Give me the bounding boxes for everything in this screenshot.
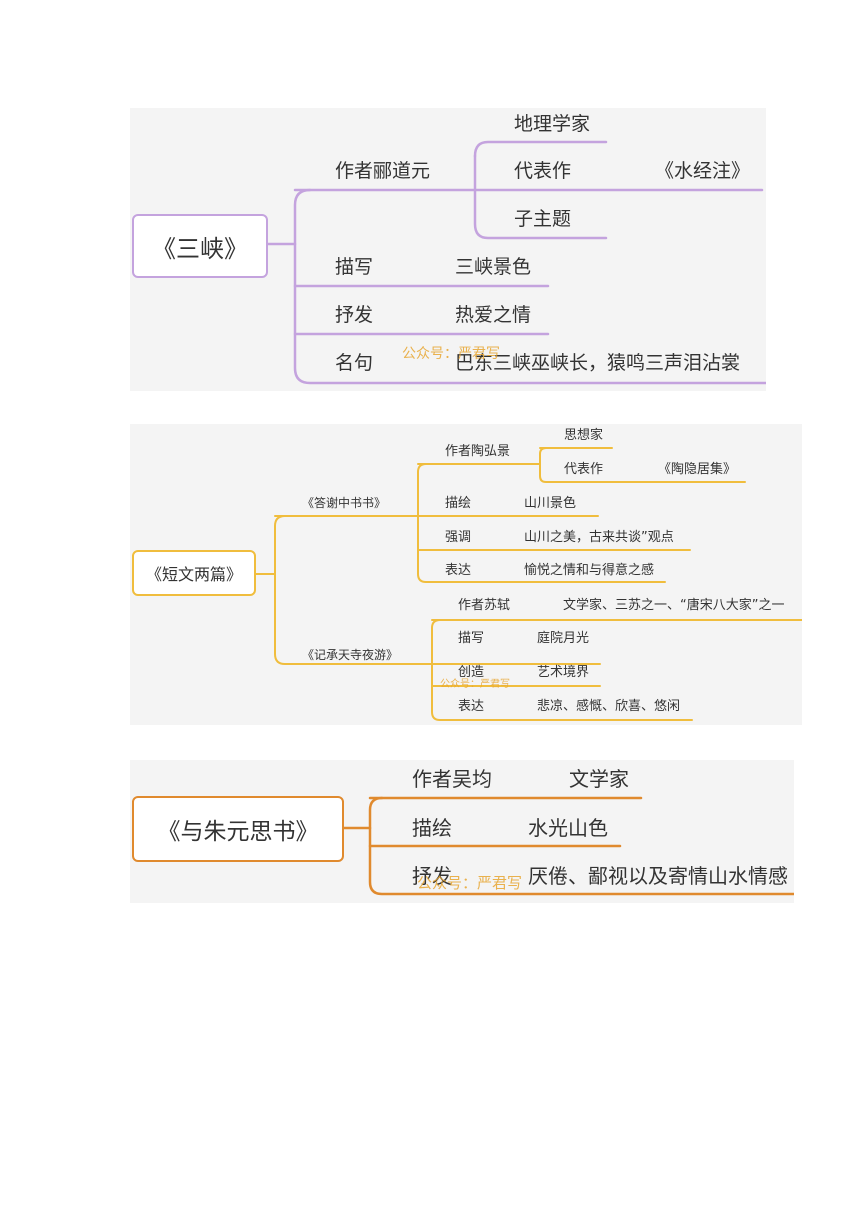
author-label: 作者陶弘景 bbox=[445, 444, 511, 459]
author-item-value: 《陶隐居集》 bbox=[658, 462, 737, 477]
row-label: 作者苏轼 bbox=[458, 598, 511, 613]
row-label: 抒发 bbox=[412, 864, 452, 888]
mindmap-yuzhuyuansishu: 《与朱元思书》 作者吴均 文学家 描绘 水光山色 抒发 厌倦、鄙视以及寄情山水情… bbox=[130, 760, 794, 903]
row-label: 描绘 bbox=[412, 816, 452, 840]
author-item-label: 思想家 bbox=[564, 428, 604, 443]
row-label: 作者吴均 bbox=[412, 767, 492, 791]
root-label: 《短文两篇》 bbox=[145, 565, 242, 584]
row-value: 山川之美，古来共谈”观点 bbox=[524, 530, 674, 545]
row-label: 名句 bbox=[335, 352, 374, 374]
author-item-label: 代表作 bbox=[514, 160, 572, 182]
row-value: 热爱之情 bbox=[455, 304, 532, 326]
row-label: 描写 bbox=[335, 256, 374, 278]
row-value: 悲凉、感慨、欣喜、悠闲 bbox=[537, 699, 681, 714]
row-label: 创造 bbox=[458, 665, 485, 680]
root-node: 《三峡》 bbox=[132, 214, 268, 278]
row-value: 山川景色 bbox=[524, 496, 577, 511]
author-item-label: 子主题 bbox=[514, 208, 572, 230]
row-label: 描写 bbox=[458, 631, 485, 646]
row-value: 庭院月光 bbox=[537, 631, 590, 646]
row-label: 描绘 bbox=[445, 496, 472, 511]
author-item-value: 《水经注》 bbox=[655, 160, 751, 182]
author-item-label: 代表作 bbox=[564, 462, 604, 477]
mindmap-sanxia: 《三峡》 作者郦道元 地理学家 代表作 《水经注》 子主题 描写 三峡景色 抒发… bbox=[130, 108, 766, 391]
root-label: 《与朱元思书》 bbox=[157, 819, 319, 845]
row-value: 文学家 bbox=[569, 767, 629, 791]
row-value: 文学家、三苏之一、“唐宋八大家”之一 bbox=[563, 598, 785, 613]
row-label: 强调 bbox=[445, 530, 472, 545]
mindmap-connectors bbox=[255, 447, 802, 721]
root-label: 《三峡》 bbox=[152, 234, 248, 263]
mindmap-connectors bbox=[342, 796, 794, 896]
watermark: 公众号：严君写 bbox=[417, 874, 523, 892]
row-label: 抒发 bbox=[335, 304, 374, 326]
author-item-label: 地理学家 bbox=[514, 113, 591, 135]
row-value: 艺术境界 bbox=[537, 665, 590, 680]
watermark: 公众号：严君写 bbox=[402, 346, 500, 362]
row-value: 厌倦、鄙视以及寄情山水情感 bbox=[528, 864, 788, 888]
sub-title: 《记承天寺夜游》 bbox=[302, 648, 399, 662]
row-label: 表达 bbox=[458, 699, 485, 714]
root-node: 《与朱元思书》 bbox=[132, 796, 344, 862]
sub-title: 《答谢中书书》 bbox=[302, 496, 387, 510]
mindmap-duanwen: 《短文两篇》 《答谢中书书》 作者陶弘景 思想家 代表作 《陶隐居集》 描绘 山… bbox=[130, 424, 802, 725]
row-label: 表达 bbox=[445, 563, 472, 578]
root-node: 《短文两篇》 bbox=[132, 550, 256, 596]
mindmap-connectors bbox=[266, 140, 766, 385]
author-label: 作者郦道元 bbox=[335, 160, 431, 182]
row-value: 巴东三峡巫峡长，猿鸣三声泪沾裳 bbox=[455, 352, 741, 374]
watermark: 公众号：严君写 bbox=[440, 679, 510, 690]
row-value: 水光山色 bbox=[528, 816, 608, 840]
row-value: 愉悦之情和与得意之感 bbox=[524, 563, 655, 578]
row-value: 三峡景色 bbox=[455, 256, 532, 278]
